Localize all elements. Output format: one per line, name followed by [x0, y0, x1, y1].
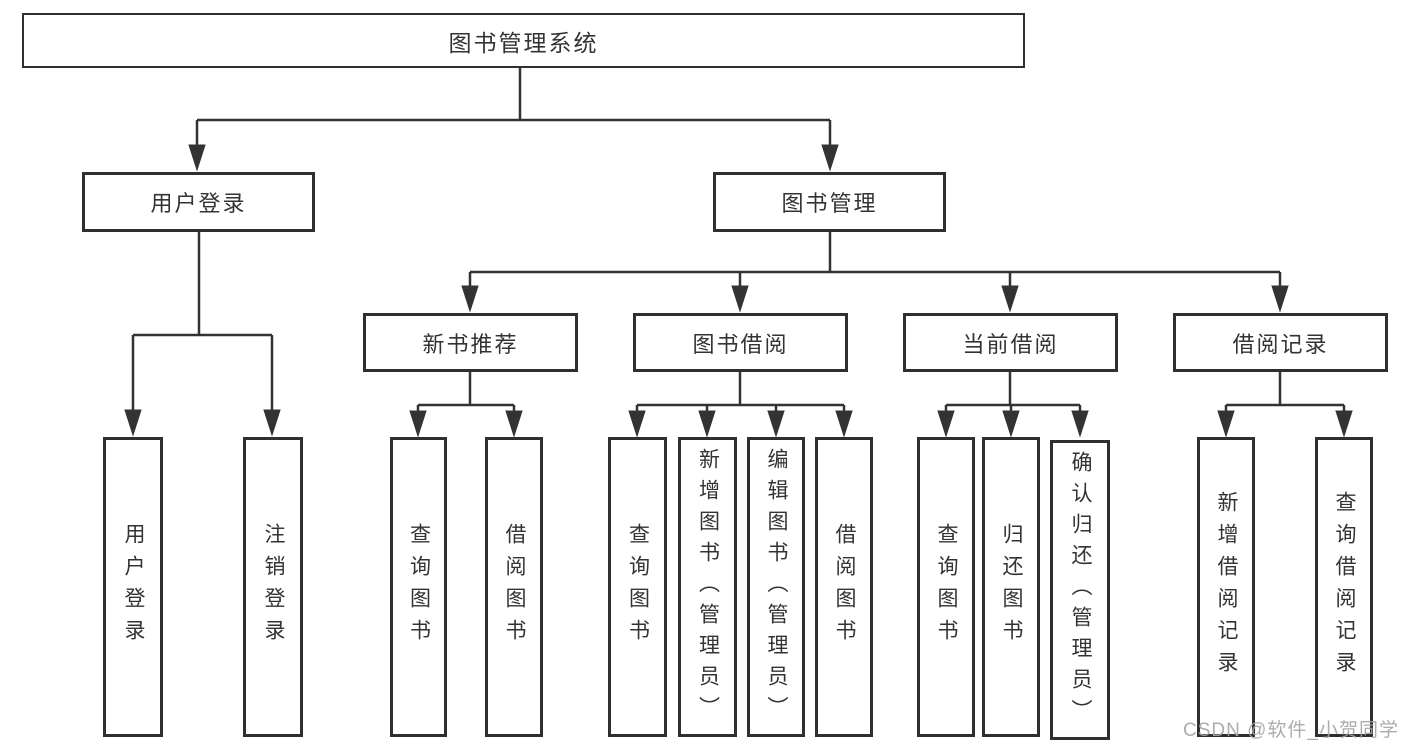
leaf-return-books: 归还图书: [982, 437, 1040, 737]
leaf-borrow-books-2: 借阅图书: [815, 437, 873, 737]
connector-book-management-to-level3: [461, 232, 1289, 313]
arrowhead-icon: [1271, 285, 1289, 313]
node-label: 归还图书: [1000, 523, 1024, 651]
arrowhead-icon: [731, 285, 749, 313]
node-label: 编辑图书（管理员）: [765, 447, 789, 727]
arrowhead-icon: [505, 410, 523, 438]
connector-user-login-to-leaves: [124, 232, 281, 437]
node-label: 注销登录: [262, 523, 286, 651]
arrowhead-icon: [1217, 410, 1235, 438]
connector-root-to-level2: [188, 68, 839, 172]
node-label: 新增借阅记录: [1215, 491, 1239, 683]
leaf-add-borrow-record: 新增借阅记录: [1197, 437, 1255, 737]
node-label: 查询图书: [626, 523, 650, 651]
node-current-borrowing: 当前借阅: [903, 313, 1118, 372]
arrowhead-icon: [1001, 285, 1019, 313]
node-borrowing-records: 借阅记录: [1173, 313, 1388, 372]
node-label: 用户登录: [150, 191, 247, 216]
node-book-borrowing: 图书借阅: [633, 313, 848, 372]
arrowhead-icon: [188, 144, 206, 172]
leaf-query-books-2: 查询图书: [608, 437, 667, 737]
node-label: 查询图书: [935, 523, 959, 651]
connector-current-borrowing-to-leaves: [937, 372, 1089, 438]
node-label: 图书管理系统: [448, 29, 599, 56]
leaf-logout: 注销登录: [243, 437, 303, 737]
node-label: 查询借阅记录: [1333, 491, 1357, 683]
node-book-management: 图书管理: [713, 172, 946, 232]
leaf-query-books-3: 查询图书: [917, 437, 975, 737]
node-label: 新书推荐: [422, 331, 519, 357]
leaf-user-login: 用户登录: [103, 437, 163, 737]
connector-new-book-recommend-to-leaves: [409, 372, 523, 438]
node-label: 借阅记录: [1232, 331, 1329, 357]
leaf-query-books-1: 查询图书: [390, 437, 447, 737]
node-label: 新增图书（管理员）: [696, 447, 720, 727]
node-label: 图书管理: [781, 191, 878, 216]
node-label: 确认归还（管理员）: [1069, 450, 1093, 730]
node-label: 当前借阅: [962, 331, 1059, 357]
leaf-query-borrow-record: 查询借阅记录: [1315, 437, 1373, 737]
node-label: 借阅图书: [503, 523, 527, 651]
arrowhead-icon: [767, 410, 785, 438]
arrowhead-icon: [1335, 410, 1353, 438]
node-label: 查询图书: [407, 523, 431, 651]
arrowhead-icon: [835, 410, 853, 438]
arrowhead-icon: [937, 410, 955, 438]
arrowhead-icon: [821, 144, 839, 172]
node-label: 借阅图书: [833, 523, 857, 651]
arrowhead-icon: [461, 285, 479, 313]
node-user-login: 用户登录: [82, 172, 315, 232]
leaf-confirm-return-admin: 确认归还（管理员）: [1050, 440, 1110, 740]
leaf-add-books-admin: 新增图书（管理员）: [678, 437, 737, 737]
node-label: 图书借阅: [692, 331, 789, 357]
leaf-borrow-books-1: 借阅图书: [485, 437, 543, 737]
leaf-edit-books-admin: 编辑图书（管理员）: [747, 437, 805, 737]
arrowhead-icon: [1071, 410, 1089, 438]
arrowhead-icon: [124, 409, 142, 437]
arrowhead-icon: [409, 410, 427, 438]
arrowhead-icon: [628, 410, 646, 438]
connector-borrowing-records-to-leaves: [1217, 372, 1353, 438]
node-new-book-recommend: 新书推荐: [363, 313, 578, 372]
arrowhead-icon: [1002, 410, 1020, 438]
connector-book-borrowing-to-leaves: [628, 372, 853, 438]
arrowhead-icon: [263, 409, 281, 437]
node-label: 用户登录: [122, 523, 146, 651]
arrowhead-icon: [698, 410, 716, 438]
node-library-management-system: 图书管理系统: [22, 13, 1025, 68]
